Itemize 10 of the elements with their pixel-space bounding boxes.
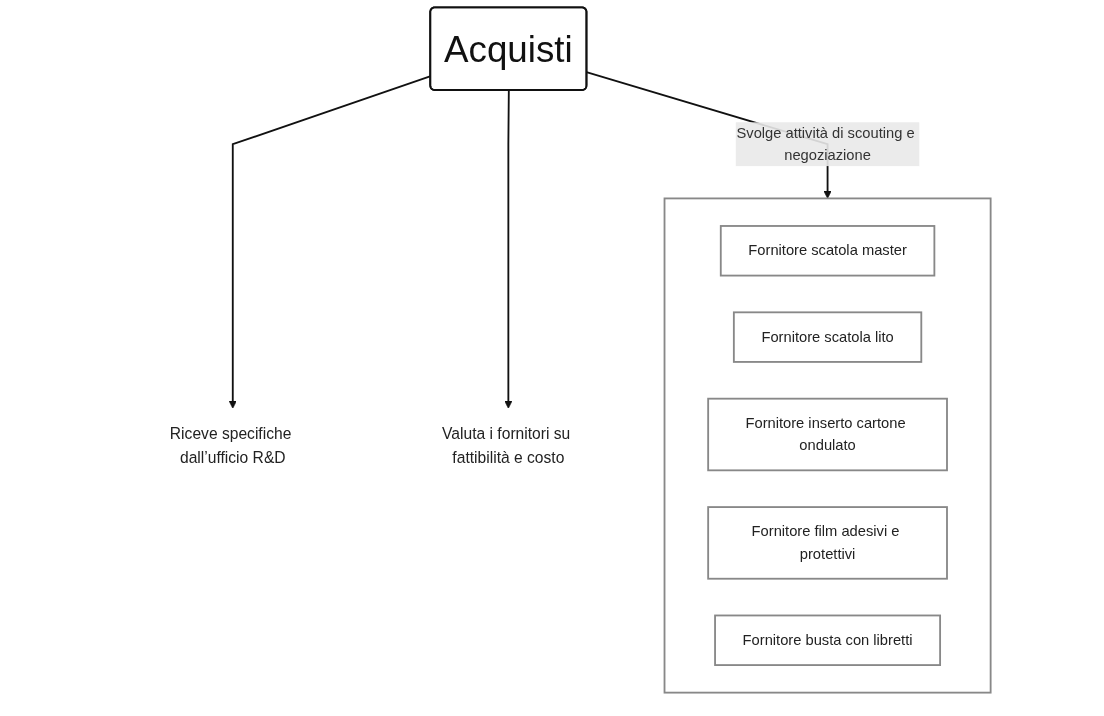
node-text: Valuta i fornitori su fattibilità e costo xyxy=(442,424,571,466)
node-box: Fornitore film adesivi e protettivi xyxy=(707,506,948,580)
node-box: Fornitore scatola lito xyxy=(732,311,923,363)
edge-label: Svolge attività di scouting e negoziazione xyxy=(736,124,915,163)
node-box: Fornitore inserto cartone ondulato xyxy=(707,397,948,472)
node-box: Fornitore busta con libretti xyxy=(714,614,941,666)
arrow xyxy=(504,89,513,409)
node-text: Riceve specifiche dall’ufficio R&D xyxy=(169,424,292,466)
cluster xyxy=(663,197,992,694)
node-box: Fornitore scatola master xyxy=(719,225,936,277)
